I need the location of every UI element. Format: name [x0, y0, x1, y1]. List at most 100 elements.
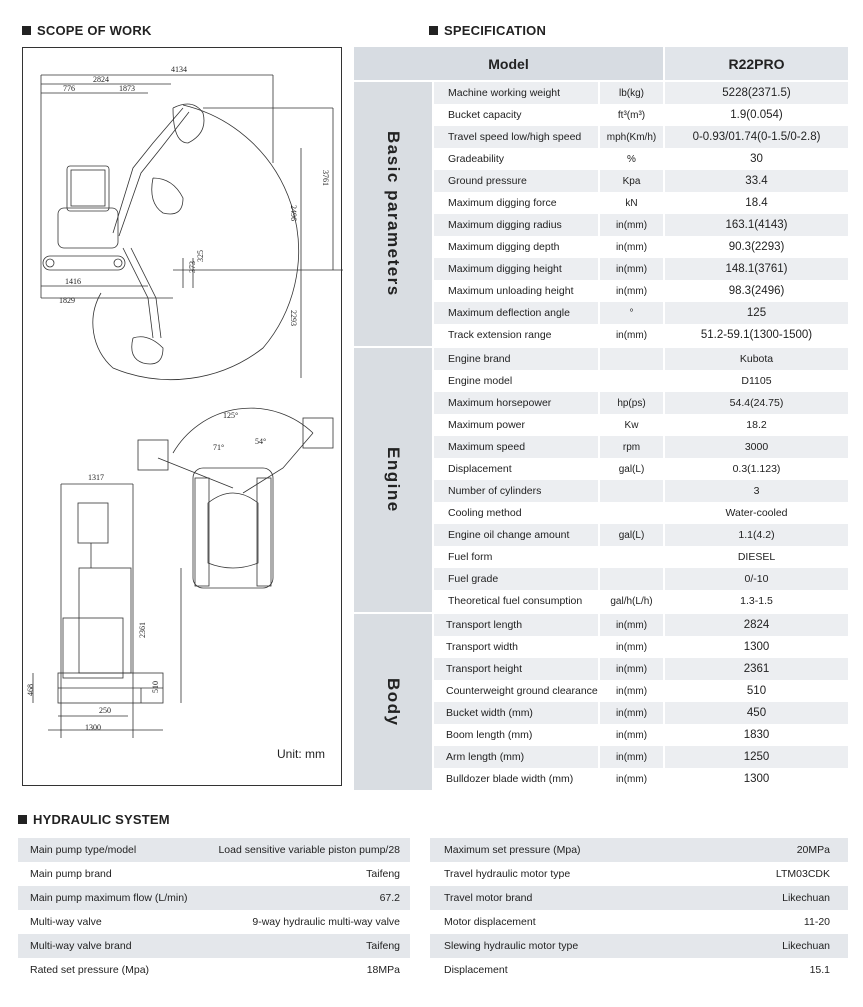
- hydraulic-param-value: 18MPa: [366, 964, 400, 976]
- spec-param-unit: rpm: [598, 436, 663, 458]
- spec-param-unit: [598, 370, 663, 392]
- spec-param-value: 1.1(4.2): [663, 524, 848, 546]
- spec-param-name: Engine brand: [432, 348, 598, 370]
- spec-param-unit: in(mm): [598, 258, 663, 280]
- hydraulic-param-value: Taifeng: [366, 868, 400, 880]
- dim-2361: 2361: [138, 622, 147, 638]
- spec-param-value: 2361: [663, 658, 848, 680]
- hydraulic-section-title: HYDRAULIC SYSTEM: [18, 812, 170, 827]
- hydraulic-param-name: Main pump brand: [30, 868, 112, 880]
- hydraulic-param-name: Motor displacement: [444, 916, 536, 928]
- hydraulic-param-value: Likechuan: [782, 940, 830, 952]
- spec-param-value: 30: [663, 148, 848, 170]
- spec-param-value: 148.1(3761): [663, 258, 848, 280]
- spec-param-unit: [598, 480, 663, 502]
- spec-param-name: Transport length: [432, 614, 598, 636]
- specification-table: Model R22PRO Basic parameters Machine wo…: [354, 47, 848, 790]
- spec-row: Engine brand Kubota: [432, 348, 848, 370]
- spec-param-name: Engine model: [432, 370, 598, 392]
- hydraulic-param-value: 67.2: [379, 892, 400, 904]
- spec-param-name: Travel speed low/high speed: [432, 126, 598, 148]
- spec-param-value: Kubota: [663, 348, 848, 370]
- dim-1317: 1317: [88, 473, 104, 482]
- group-label-text: Basic parameters: [384, 131, 403, 297]
- spec-param-unit: gal(L): [598, 458, 663, 480]
- spec-param-name: Bucket capacity: [432, 104, 598, 126]
- header-model: Model: [488, 55, 529, 72]
- spec-param-value: 1.3-1.5: [663, 590, 848, 612]
- scope-title-text: SCOPE OF WORK: [37, 23, 152, 38]
- spec-param-unit: °: [598, 302, 663, 324]
- hydraulic-param-name: Rated set pressure (Mpa): [30, 964, 150, 976]
- spec-param-value: 510: [663, 680, 848, 702]
- hydraulic-row: Main pump brand Taifeng: [18, 862, 410, 886]
- spec-row: Boom length (mm)in(mm)1830: [432, 724, 848, 746]
- spec-param-name: Theoretical fuel consumption: [432, 590, 598, 612]
- spec-param-unit: [598, 568, 663, 590]
- hydraulic-param-value: Taifeng: [366, 940, 400, 952]
- dim-angle-54: 54°: [255, 437, 266, 446]
- spec-param-name: Arm length (mm): [432, 746, 598, 768]
- dim-1829: 1829: [59, 296, 75, 305]
- spec-param-name: Cooling method: [432, 502, 598, 524]
- hydraulic-title-text: HYDRAULIC SYSTEM: [33, 812, 170, 827]
- dim-3761: 3761: [321, 170, 330, 186]
- spec-param-unit: in(mm): [598, 724, 663, 746]
- spec-param-value: 450: [663, 702, 848, 724]
- spec-param-name: Boom length (mm): [432, 724, 598, 746]
- hydraulic-param-value: 11-20: [803, 916, 830, 928]
- dim-2496: 2496: [289, 205, 298, 221]
- spec-param-unit: [598, 348, 663, 370]
- spec-param-value: 0/-10: [663, 568, 848, 590]
- spec-param-value: 18.2: [663, 414, 848, 436]
- spec-param-name: Maximum power: [432, 414, 598, 436]
- dim-1300: 1300: [85, 723, 101, 732]
- scope-section-title: SCOPE OF WORK: [22, 23, 152, 38]
- spec-param-unit: in(mm): [598, 702, 663, 724]
- scope-drawing-panel: 4134 2824 776 1873 3761 2496 373 325 141…: [22, 47, 343, 786]
- spec-param-value: 5228(2371.5): [663, 82, 848, 104]
- group-label: Body: [354, 614, 432, 790]
- dim-4134: 4134: [171, 65, 187, 74]
- spec-param-unit: in(mm): [598, 614, 663, 636]
- spec-param-name: Bulldozer blade width (mm): [432, 768, 598, 790]
- spec-param-value: 3: [663, 480, 848, 502]
- dim-468: 468: [26, 684, 35, 696]
- spec-param-unit: in(mm): [598, 746, 663, 768]
- hydraulic-row: Motor displacement 11-20: [430, 910, 848, 934]
- spec-row: Maximum deflection angle°125: [432, 302, 848, 324]
- spec-param-value: 125: [663, 302, 848, 324]
- hydraulic-param-name: Displacement: [444, 964, 508, 976]
- spec-row: Bulldozer blade width (mm)in(mm)1300: [432, 768, 848, 790]
- header-model-value: R22PRO: [663, 47, 848, 80]
- hydraulic-row: Maximum set pressure (Mpa)20MPa: [430, 838, 848, 862]
- dim-2293: 2293: [289, 310, 298, 326]
- hydraulic-param-value: Likechuan: [782, 892, 830, 904]
- spec-row: Engine model D1105: [432, 370, 848, 392]
- spec-param-unit: hp(ps): [598, 392, 663, 414]
- spec-param-unit: %: [598, 148, 663, 170]
- spec-param-value: D1105: [663, 370, 848, 392]
- spec-param-unit: [598, 546, 663, 568]
